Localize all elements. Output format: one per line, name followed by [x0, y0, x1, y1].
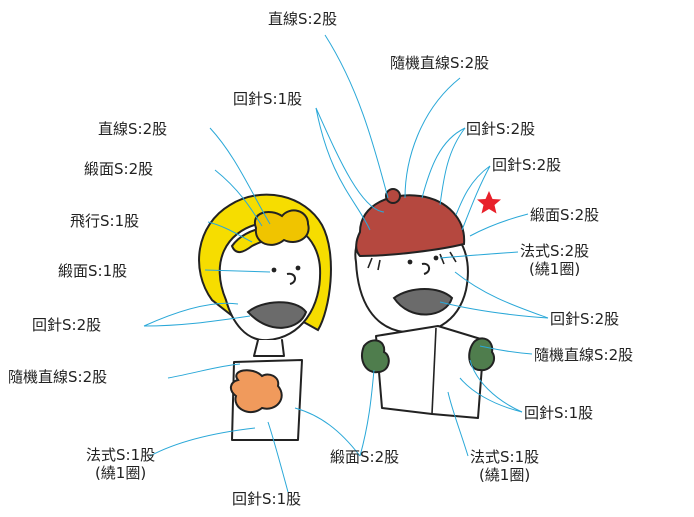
label-bottom-satin: 緞面S:2股 [330, 448, 400, 466]
label-bottom-french-left-main: 法式S:1股 [86, 446, 156, 464]
girl-figure [198, 193, 332, 441]
label-right-french-main: 法式S:2股 [520, 242, 590, 260]
label-left-random-straight: 隨機直線S:2股 [8, 368, 108, 386]
label-bottom-french-right-main: 法式S:1股 [470, 448, 540, 466]
label-bottom-back: 回針S:1股 [232, 490, 302, 508]
label-left-satin-1: 緞面S:1股 [58, 262, 128, 280]
label-top-back: 回針S:1股 [233, 90, 303, 108]
boy-figure [354, 188, 496, 419]
label-bottom-french-left: 法式S:1股 (繞1圈) [86, 446, 155, 482]
label-right-back-c: 回針S:2股 [550, 310, 620, 328]
label-right-back-b: 回針S:2股 [492, 156, 562, 174]
label-right-satin-2: 緞面S:2股 [530, 206, 600, 224]
label-left-satin-2: 緞面S:2股 [84, 160, 154, 178]
label-bottom-french-right-sub: (繞1圈) [478, 466, 531, 484]
star-icon [477, 191, 501, 214]
label-bottom-french-right: 法式S:1股 (繞1圈) [470, 448, 539, 484]
label-right-french-sub: (繞1圈) [528, 260, 581, 278]
label-top-random-straight: 隨機直線S:2股 [390, 54, 490, 72]
label-bottom-french-left-sub: (繞1圈) [94, 464, 147, 482]
label-right-french: 法式S:2股 (繞1圈) [520, 242, 589, 278]
label-right-back-a: 回針S:2股 [466, 120, 536, 138]
label-left-flying: 飛行S:1股 [70, 212, 140, 230]
leader-lines [143, 34, 549, 493]
label-right-random-straight: 隨機直線S:2股 [534, 346, 634, 364]
label-right-back-1: 回針S:1股 [524, 404, 594, 422]
label-top-straight: 直線S:2股 [268, 10, 338, 28]
label-left-straight: 直線S:2股 [98, 120, 168, 138]
label-left-back-2: 回針S:2股 [32, 316, 102, 334]
